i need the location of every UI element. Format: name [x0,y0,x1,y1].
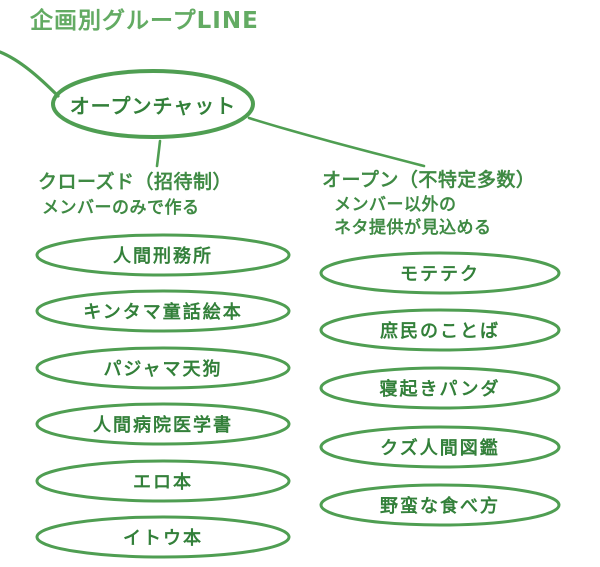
node-ellipse-outline [35,402,291,446]
node-ellipse-outline [51,69,255,139]
node-ellipse-outline [35,346,291,390]
node-left-6[interactable]: イトウ本 [34,515,292,559]
node-left-3[interactable]: パジャマ天狗 [34,346,292,390]
node-right-3[interactable]: 寝起きパンダ [318,366,562,410]
branch-right-subheading-line1: メンバー以外の [334,195,457,215]
node-label: 人間病院医学書 [93,415,233,436]
node-open-chat[interactable]: オープンチャット [50,68,256,140]
branch-right-heading: オープン（不特定多数） [322,169,536,191]
node-label: イトウ本 [123,528,203,549]
node-right-2[interactable]: 庶民のことば [318,308,562,352]
node-left-1[interactable]: 人間刑務所 [34,233,292,277]
node-left-2[interactable]: キンタマ童話絵本 [34,289,292,333]
node-label: エロ本 [133,472,193,493]
node-ellipse-outline [35,233,291,277]
node-left-4[interactable]: 人間病院医学書 [34,402,292,446]
node-label: 人間刑務所 [113,246,213,267]
node-ellipse-outline [35,289,291,333]
node-label: キンタマ童話絵本 [83,302,243,323]
diagram-title: 企画別グループLINE [30,8,259,34]
node-right-1[interactable]: モテテク [318,251,562,295]
connector-left-branch [155,139,162,168]
node-ellipse-outline [319,366,561,410]
node-label: クズ人間図鑑 [380,438,500,459]
node-ellipse-outline [319,483,561,527]
node-label: モテテク [400,264,480,285]
connector-right-branch [247,116,426,168]
branch-left-heading: クローズド（招待制） [38,171,233,193]
branch-left-subheading: メンバーのみで作る [42,198,200,218]
node-ellipse-outline [35,515,291,559]
node-label: 庶民のことば [380,321,500,342]
node-right-5[interactable]: 野蛮な食べ方 [318,483,562,527]
branch-right-subheading-line2: ネタ提供が見込める [334,218,492,238]
node-label: パジャマ天狗 [103,359,223,380]
node-ellipse-outline [35,459,291,503]
node-ellipse-outline [319,308,561,352]
node-ellipse-outline [319,251,561,295]
node-ellipse-outline [319,425,561,469]
node-left-5[interactable]: エロ本 [34,459,292,503]
node-label: 寝起きパンダ [379,379,501,400]
node-label: 野蛮な食べ方 [380,496,500,517]
node-label: オープンチャット [69,93,237,118]
node-right-4[interactable]: クズ人間図鑑 [318,425,562,469]
